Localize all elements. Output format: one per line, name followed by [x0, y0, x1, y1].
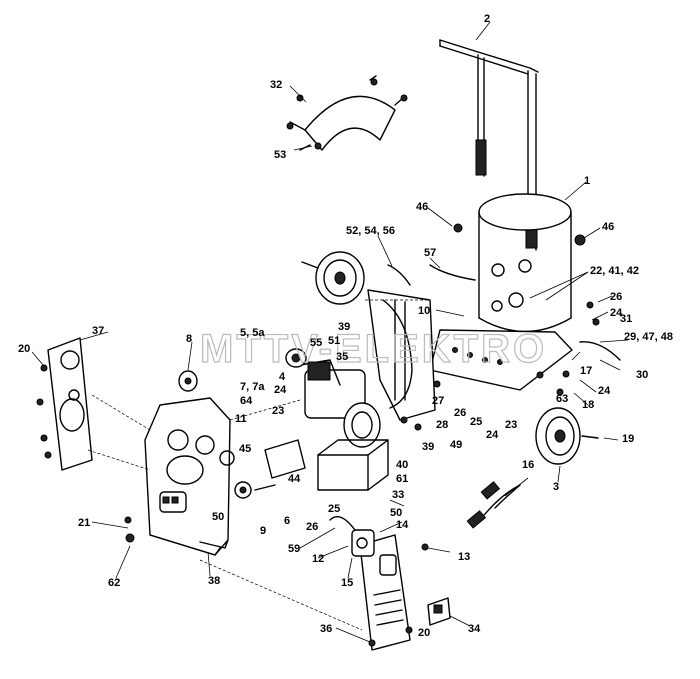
callout-51: 51	[328, 335, 340, 347]
assembly-guides	[87, 299, 430, 631]
callout-20-left: 20	[18, 343, 30, 355]
callout-13: 13	[458, 551, 470, 563]
callout-64: 64	[240, 395, 253, 407]
callout-38: 38	[208, 575, 220, 587]
callout-30: 30	[636, 369, 648, 381]
callout-33: 33	[392, 489, 404, 501]
callout-11: 11	[235, 413, 247, 425]
callout-25-mid: 25	[328, 503, 340, 515]
callout-3: 3	[553, 481, 559, 493]
leader-lines	[31, 21, 629, 643]
watermark-text: MTTV-ELEKTRO	[200, 327, 547, 371]
callout-28: 28	[436, 419, 448, 431]
callout-21: 21	[78, 517, 90, 529]
air-tank-part	[478, 193, 572, 333]
callout-labels: 1 2 3 4 5, 5a 6 7, 7a 8 9 10 11 12 13 14…	[18, 13, 673, 639]
power-cord-part	[466, 481, 521, 529]
callout-22-41-42: 22, 41, 42	[590, 265, 639, 277]
callout-50-left: 50	[212, 511, 224, 523]
callout-8: 8	[186, 333, 192, 345]
callout-12: 12	[312, 553, 324, 565]
callout-50-right: 50	[390, 507, 402, 519]
callout-31: 31	[620, 313, 632, 325]
callout-45: 45	[239, 443, 251, 455]
callout-6: 6	[284, 515, 290, 527]
callout-23-lower: 23	[505, 419, 517, 431]
callout-39-lower: 39	[422, 441, 434, 453]
callout-49: 49	[450, 439, 462, 451]
fasteners	[36, 78, 600, 647]
motor-assembly-part	[299, 359, 389, 491]
callout-9: 9	[260, 525, 266, 537]
callout-55: 55	[310, 337, 322, 349]
callout-24-mid: 24	[486, 429, 499, 441]
callout-2: 2	[484, 13, 490, 25]
right-side-panel-part	[359, 534, 411, 651]
callout-29-47-48: 29, 47, 48	[624, 331, 673, 343]
callout-24-right-top: 24	[610, 307, 623, 319]
callout-63: 63	[556, 393, 568, 405]
callout-4: 4	[279, 371, 286, 383]
callout-62: 62	[108, 577, 120, 589]
callout-10: 10	[418, 305, 430, 317]
callout-40: 40	[396, 459, 408, 471]
callout-7-7a: 7, 7a	[240, 381, 265, 393]
gauge-part	[178, 370, 198, 392]
callout-16: 16	[522, 459, 534, 471]
callout-27: 27	[432, 395, 444, 407]
callout-35: 35	[336, 351, 348, 363]
callout-52-54-56: 52, 54, 56	[346, 225, 395, 237]
callout-36: 36	[320, 623, 332, 635]
callout-44: 44	[288, 473, 301, 485]
callout-25-right: 25	[470, 416, 482, 428]
regulator-part	[219, 439, 306, 499]
callout-18: 18	[582, 399, 594, 411]
switch-part	[427, 597, 451, 626]
callout-17: 17	[580, 365, 592, 377]
air-lines-part	[387, 264, 621, 361]
callout-59: 59	[288, 543, 300, 555]
callout-26-mid: 26	[454, 407, 466, 419]
callout-34: 34	[468, 623, 481, 635]
callout-24-upper: 24	[274, 384, 287, 396]
callout-53: 53	[274, 149, 286, 161]
callout-32: 32	[270, 79, 282, 91]
left-wheel-part	[301, 251, 365, 305]
callout-24-right-bottom: 24	[598, 385, 611, 397]
callout-57: 57	[424, 247, 436, 259]
pressure-switch-part	[329, 516, 375, 557]
right-wheel-part	[535, 407, 599, 465]
callout-26-right: 26	[610, 291, 622, 303]
motor-shroud-part	[289, 75, 404, 151]
inner-shroud-part	[367, 289, 436, 421]
pulley-part	[285, 348, 307, 368]
callout-46-right: 46	[602, 221, 614, 233]
callout-19: 19	[622, 433, 634, 445]
callout-20-bottom: 20	[418, 627, 430, 639]
callout-1: 1	[584, 175, 590, 187]
callout-37: 37	[92, 325, 104, 337]
front-panel-part	[144, 397, 231, 556]
callout-5-5a: 5, 5a	[240, 327, 265, 339]
callout-46-left: 46	[416, 201, 428, 213]
callout-39-upper: 39	[338, 321, 350, 333]
callout-26-lower: 26	[306, 521, 318, 533]
callout-61: 61	[396, 473, 408, 485]
callout-14: 14	[396, 519, 409, 531]
callout-23-upper: 23	[272, 405, 284, 417]
callout-15: 15	[341, 577, 353, 589]
left-side-panel-part	[47, 337, 93, 471]
